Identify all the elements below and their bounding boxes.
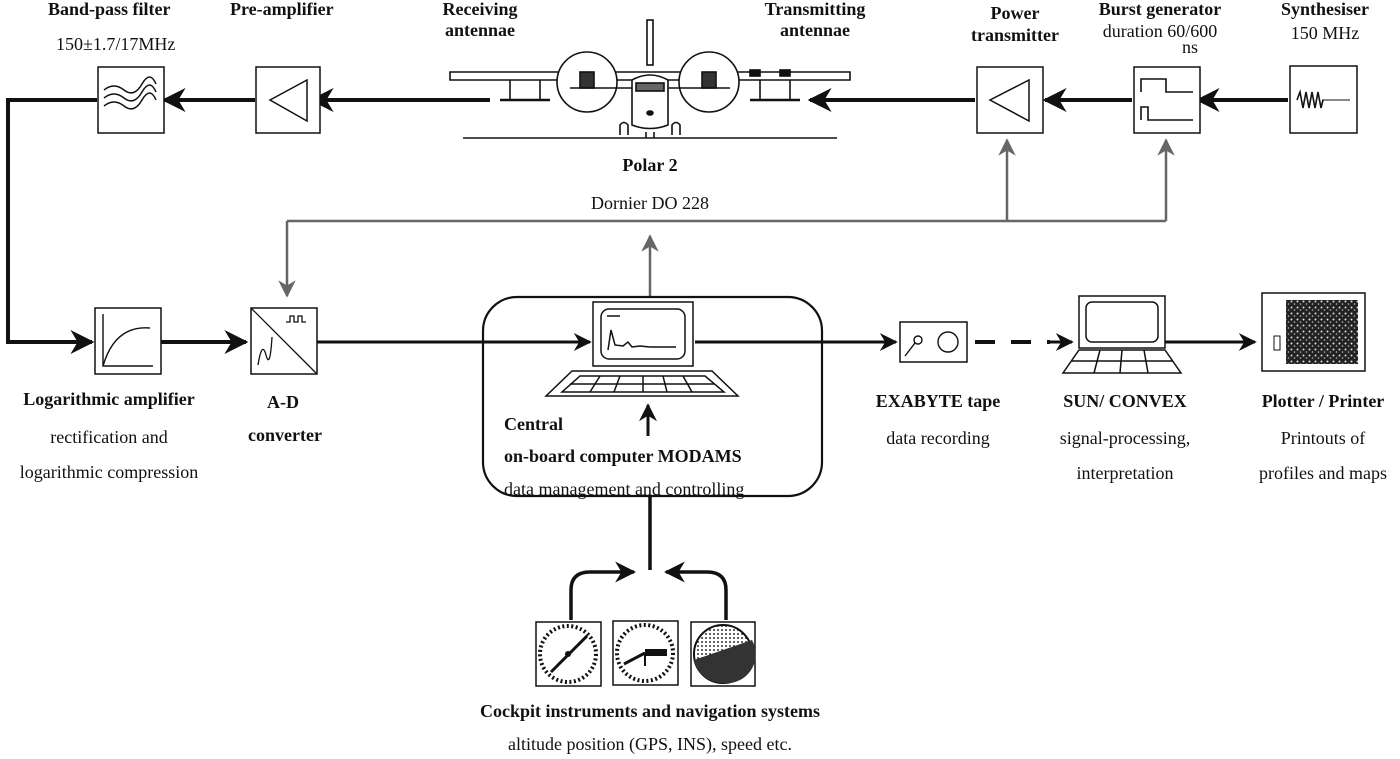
modams-title-line2: on-board computer MODAMS <box>504 446 742 466</box>
exabyte-tape-block <box>899 321 968 363</box>
analog-digital-converter-icon <box>250 307 318 375</box>
sun-convex-desc-line2: interpretation <box>1076 463 1174 483</box>
plotter-printer-block <box>1261 292 1366 372</box>
exabyte-tape-title: EXABYTE tape <box>875 391 1001 411</box>
sun-convex-block <box>1061 295 1183 374</box>
aircraft-front-view-icon <box>449 19 851 139</box>
computer-terminal-icon <box>544 301 740 397</box>
receiving-antennae-title-line1: Receiving <box>442 0 518 19</box>
burst-generator-block <box>1133 66 1201 134</box>
band-pass-filter-frequency: 150±1.7/17MHz <box>56 34 176 54</box>
oscillator-waveform-icon <box>1296 89 1350 109</box>
ad-converter-title-line1: A-D <box>267 392 299 412</box>
pulse-waveform-icon <box>1140 78 1193 121</box>
sun-convex-desc-line1: signal-processing, <box>1059 428 1191 448</box>
laptop-computer-icon <box>1061 295 1183 374</box>
ad-converter-title-line2: converter <box>248 425 322 445</box>
burst-generator-duration-unit: ns <box>1181 37 1198 57</box>
signal-line-bandpass-to-logamp <box>6 98 97 354</box>
bandpass-filter-icon <box>103 76 157 110</box>
amplifier-triangle-icon <box>988 78 1030 123</box>
log-curve-icon <box>102 314 153 367</box>
altimeter-gauge-icon <box>612 620 679 686</box>
printout-map-icon <box>1273 300 1358 364</box>
logarithmic-amplifier-title: Logarithmic amplifier <box>23 389 195 409</box>
logarithmic-amplifier-block <box>94 307 162 375</box>
plotter-printer-desc-line2: profiles and maps <box>1259 463 1387 483</box>
exabyte-tape-desc: data recording <box>886 428 990 448</box>
modams-computer-block <box>481 295 824 498</box>
sun-convex-title: SUN/ CONVEX <box>1063 391 1187 411</box>
logarithmic-amplifier-desc-line2: logarithmic compression <box>19 462 199 482</box>
pre-amplifier-title: Pre-amplifier <box>230 0 334 19</box>
plotter-printer-title: Plotter / Printer <box>1261 391 1385 411</box>
compass-gauge-icon <box>535 621 602 687</box>
burst-generator-duration: duration 60/600 <box>1102 21 1218 41</box>
tape-drive-icon <box>904 331 959 357</box>
burst-generator-title: Burst generator <box>1098 0 1222 19</box>
band-pass-filter-title: Band-pass filter <box>48 0 171 19</box>
control-bus <box>278 138 1175 298</box>
power-transmitter-title-line1: Power <box>990 3 1040 23</box>
synthesiser-title: Synthesiser <box>1280 0 1369 19</box>
power-transmitter-title-line2: transmitter <box>971 25 1059 45</box>
synthesiser-block <box>1289 65 1358 134</box>
aircraft-name: Polar 2 <box>622 155 678 175</box>
modams-title-line1: Central <box>504 414 563 434</box>
transmitting-antennae-title-line1: Transmitting <box>764 0 866 19</box>
cockpit-connector <box>569 496 728 620</box>
cockpit-instruments <box>535 620 756 687</box>
aircraft-model: Dornier DO 228 <box>591 193 709 213</box>
power-transmitter-block <box>976 66 1044 134</box>
cockpit-instruments-title: Cockpit instruments and navigation syste… <box>479 701 821 721</box>
synthesiser-frequency: 150 MHz <box>1290 23 1360 43</box>
transmitting-antennae-title-line2: antennae <box>779 20 850 40</box>
modams-description: data management and controlling <box>504 479 745 499</box>
receiving-antennae-title-line2: antennae <box>444 20 515 40</box>
logarithmic-amplifier-desc-line1: rectification and <box>50 427 168 447</box>
cockpit-instruments-desc: altitude position (GPS, INS), speed etc. <box>508 734 792 754</box>
band-pass-filter-block <box>97 66 165 134</box>
plotter-printer-desc-line1: Printouts of <box>1280 428 1366 448</box>
pre-amplifier-block <box>255 66 321 134</box>
amplifier-triangle-icon <box>268 78 308 123</box>
ad-converter-block <box>250 307 318 375</box>
attitude-indicator-icon <box>690 621 756 687</box>
